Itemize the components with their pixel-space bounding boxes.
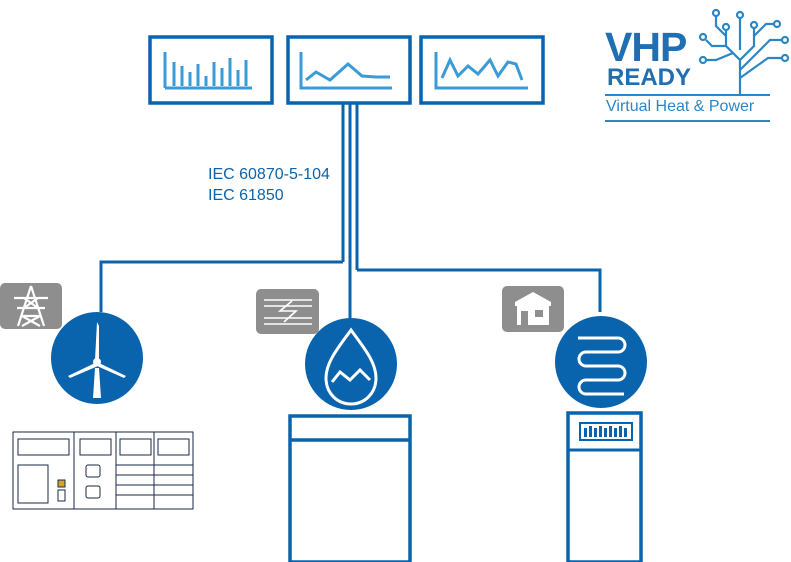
storage-cabinet: [288, 414, 412, 562]
power-pylon-icon: [14, 285, 48, 327]
bar-chart-icon: [163, 52, 252, 90]
communication-bus: [99, 103, 602, 322]
logo-tagline: Virtual Heat & Power: [606, 98, 755, 115]
power-plant-badge: [256, 289, 319, 334]
house-icon: [515, 292, 551, 325]
power-plant-icon: [264, 299, 312, 325]
protocol-label-iec104: IEC 60870-5-104: [208, 166, 330, 183]
heat-pump-unit: [566, 411, 643, 562]
logo-tree-icon: [698, 8, 790, 94]
controller-rack: [12, 431, 194, 510]
protocol-labels: IEC 60870-5-104 IEC 61850: [208, 164, 330, 206]
heating-coil-icon: [577, 336, 627, 396]
heating-coil-node: [555, 316, 647, 408]
monitor-bar-chart: [148, 35, 274, 105]
wind-turbine-icon: [68, 322, 126, 398]
logo-divider: [605, 94, 770, 96]
monitor-line-chart: [286, 35, 412, 105]
water-drop-icon: [324, 327, 378, 406]
wind-turbine-node: [51, 312, 143, 404]
line-chart-icon: [434, 52, 528, 90]
house-badge: [502, 286, 564, 332]
water-drop-node: [305, 318, 397, 410]
display-bars: [584, 426, 627, 437]
protocol-label-iec61850: IEC 61850: [208, 187, 284, 204]
logo-title: VHP: [605, 24, 687, 70]
power-pylon-badge: [0, 283, 62, 329]
monitor-line-chart-2: [419, 35, 545, 105]
logo-divider-bottom: [605, 120, 770, 122]
logo-subtitle: READY: [607, 64, 692, 91]
line-chart-icon: [299, 52, 392, 90]
